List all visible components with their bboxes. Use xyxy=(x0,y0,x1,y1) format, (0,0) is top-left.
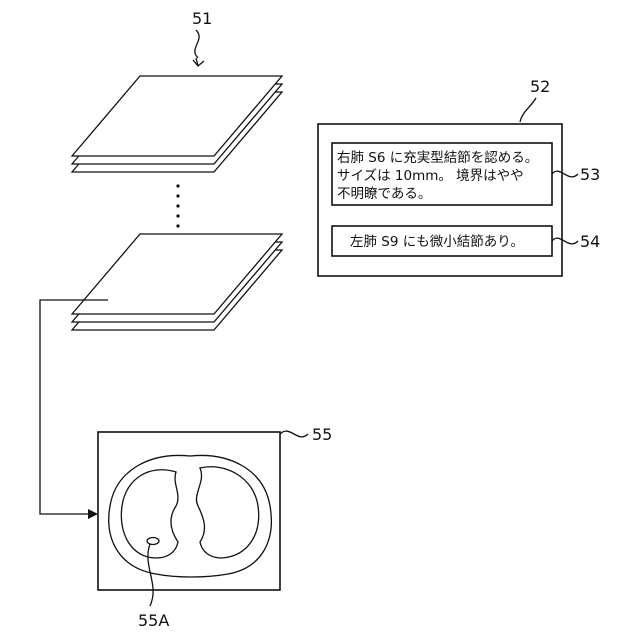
report-panel-ref-label: 52 xyxy=(530,77,550,96)
tomographic-image-leader-line xyxy=(280,431,308,437)
lesion-ref-label: 55A xyxy=(138,611,169,630)
tomographic-image: 55 55A xyxy=(98,425,332,630)
image-stack-ref-label: 51 xyxy=(192,9,212,28)
upper-slice-group xyxy=(72,76,282,172)
image-stack: 51 xyxy=(72,9,282,330)
ellipsis-dots xyxy=(176,184,179,227)
finding-1-line-3: 不明瞭である。 xyxy=(337,186,431,202)
finding-2-text: 左肺 S9 にも微小結節あり。 xyxy=(350,234,524,250)
lower-slice-group xyxy=(72,234,282,330)
finding-1-line-1: 右肺 S6 に充実型結節を認める。 xyxy=(337,150,538,166)
finding-1-ref-label: 53 xyxy=(580,165,600,184)
tomographic-image-ref-label: 55 xyxy=(312,425,332,444)
image-stack-arrow-head xyxy=(193,58,204,66)
report-panel: 52 右肺 S6 に充実型結節を認める。 サイズは 10mm。 境界はやや 不明… xyxy=(318,77,600,276)
finding-2-ref-label: 54 xyxy=(580,232,600,251)
finding-1-line-2: サイズは 10mm。 境界はやや xyxy=(337,168,524,184)
report-panel-leader-line xyxy=(520,98,536,122)
connector-arrow-head xyxy=(88,509,98,519)
image-stack-leader-line xyxy=(195,30,199,58)
